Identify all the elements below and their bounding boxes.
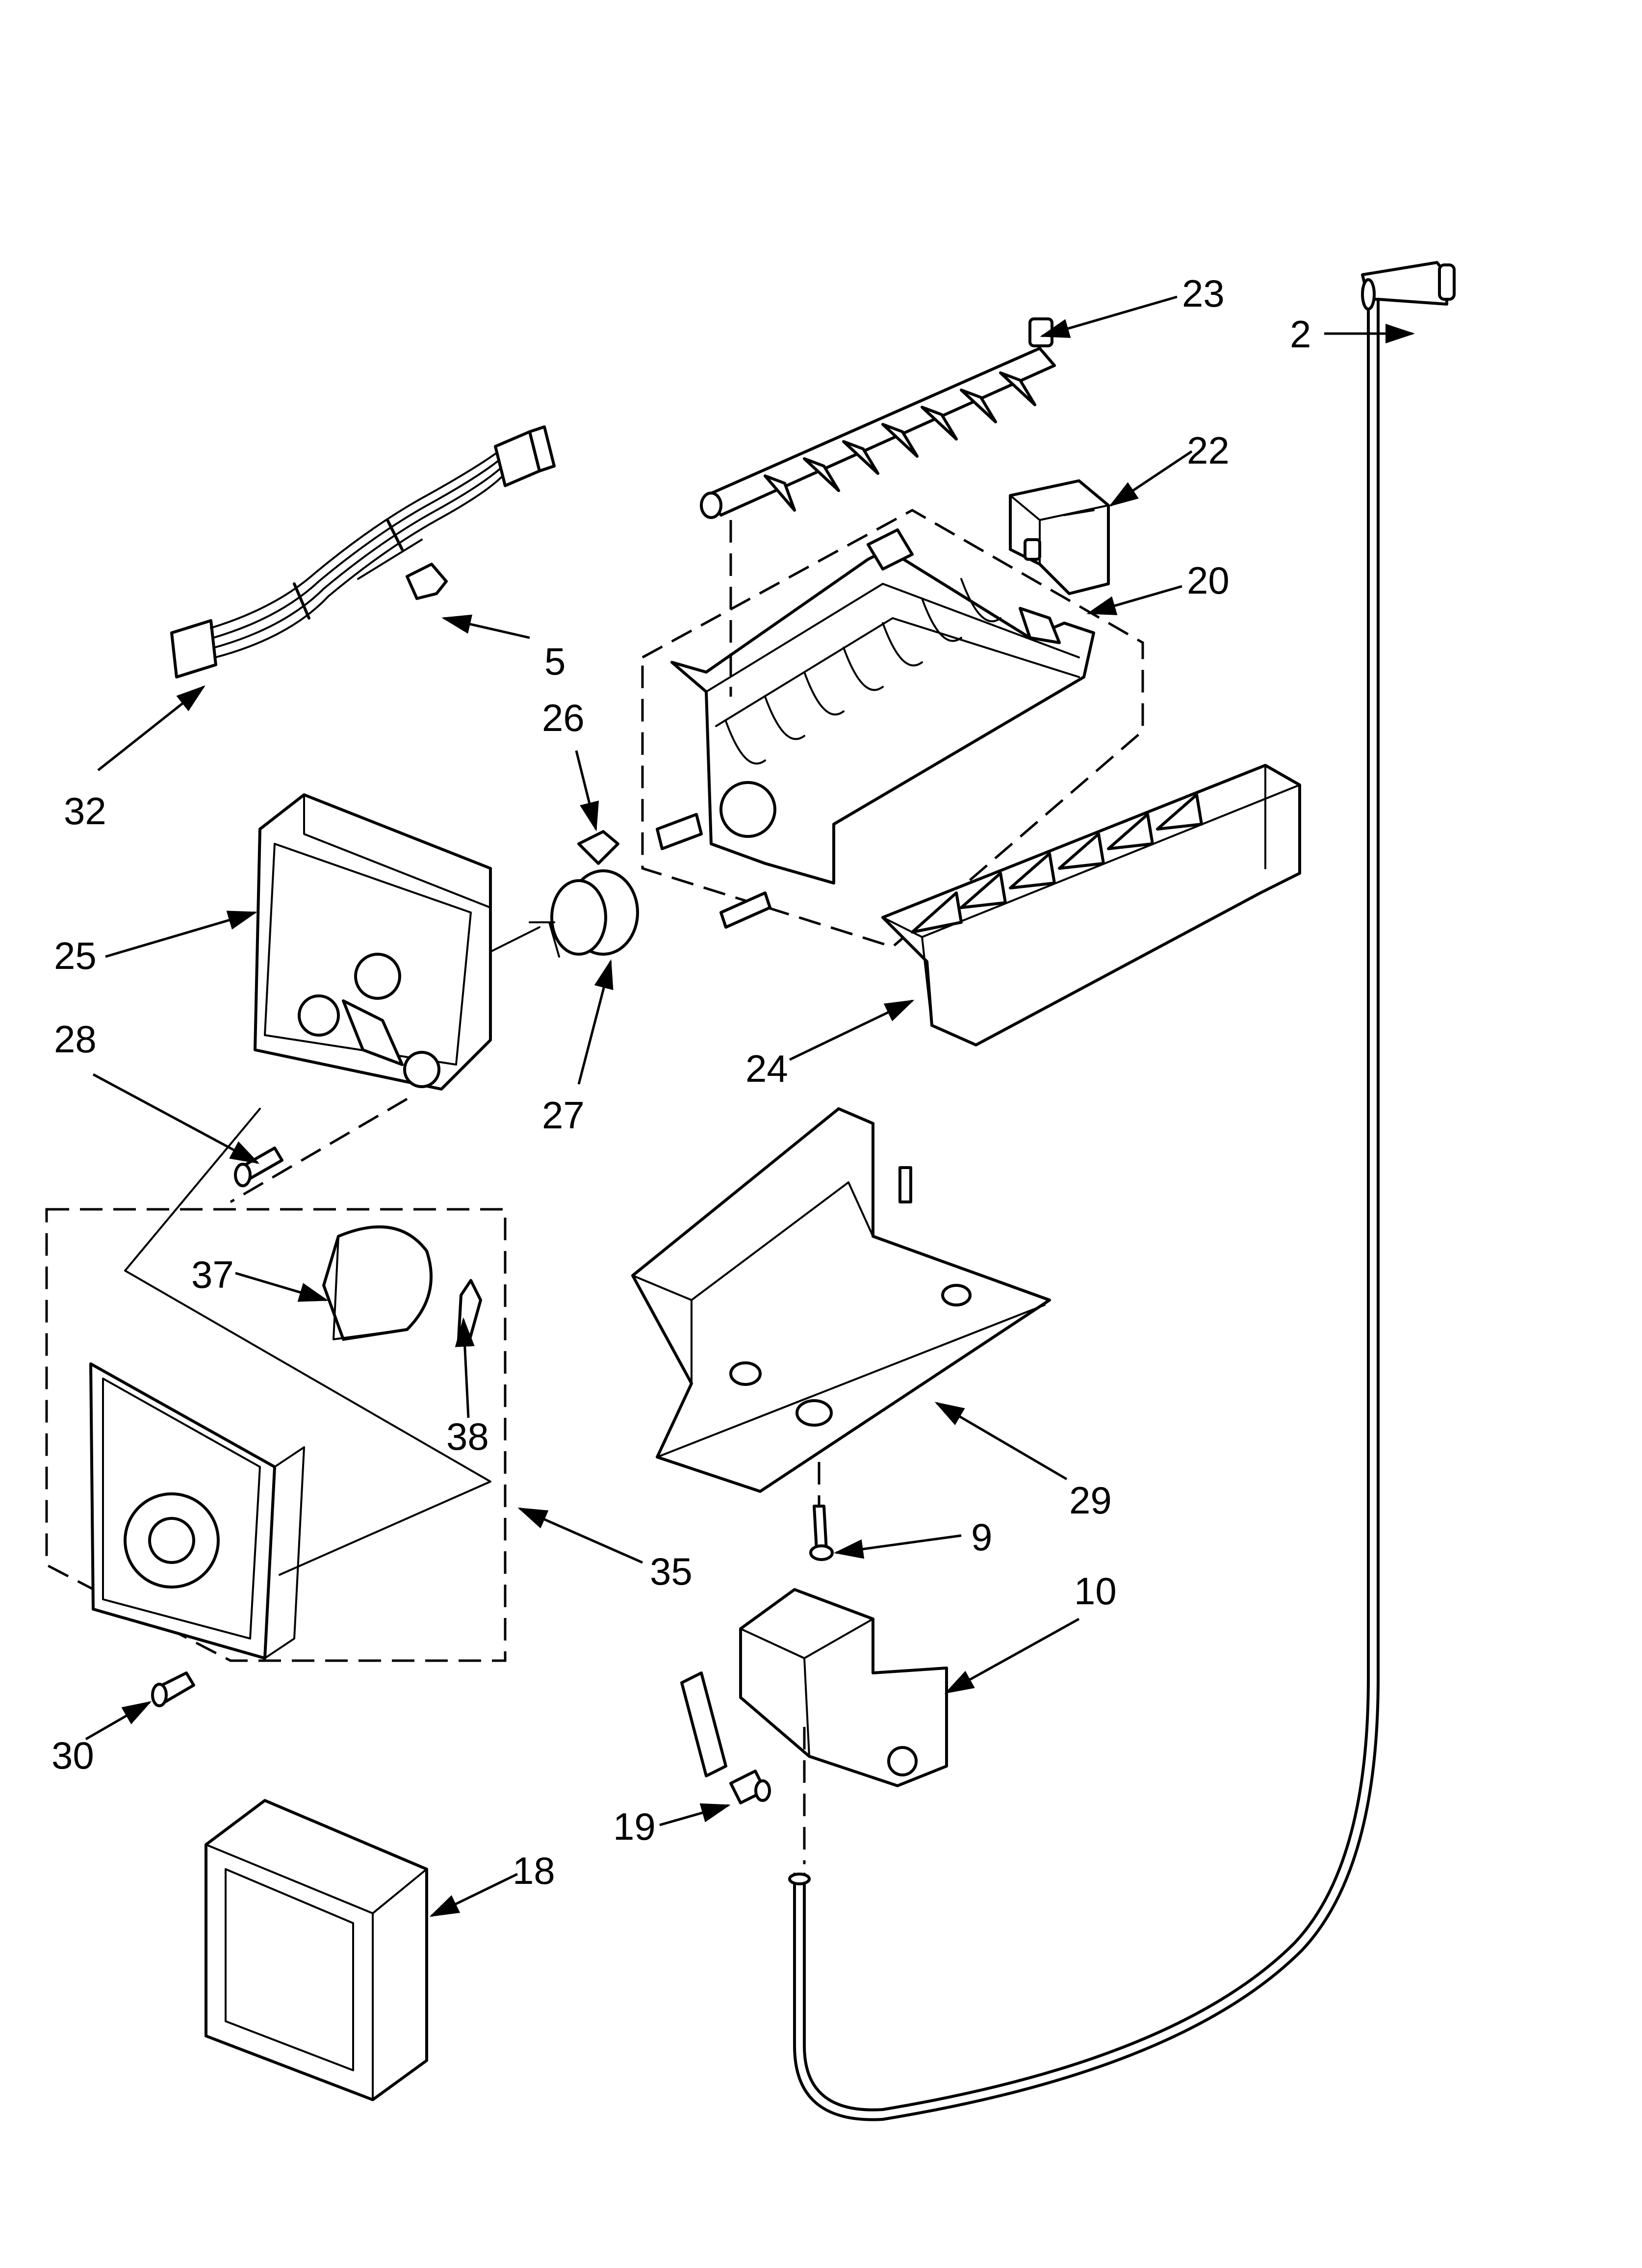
arrow-18 <box>429 1873 518 1917</box>
callout-24: 24 <box>745 1047 788 1090</box>
callout-30: 30 <box>51 1734 94 1777</box>
callout-2: 2 <box>1290 313 1311 356</box>
arrow-9 <box>834 1534 962 1559</box>
arrow-35 <box>517 1507 643 1564</box>
arrow-37 <box>235 1272 329 1302</box>
arrow-26 <box>575 750 599 832</box>
fill-cup-part <box>1009 479 1110 595</box>
arrow-30 <box>85 1701 152 1741</box>
callout-5: 5 <box>544 640 565 683</box>
callout-23: 23 <box>1182 272 1225 315</box>
callout-32: 32 <box>64 789 106 833</box>
screw-19-part <box>729 1770 771 1804</box>
arrow-10 <box>944 1617 1080 1694</box>
arrow-25 <box>105 911 257 958</box>
tray-part <box>631 1107 1051 1493</box>
callout-27: 27 <box>542 1094 585 1137</box>
callout-18: 18 <box>513 1849 555 1892</box>
arrow-38 <box>455 1317 475 1418</box>
arrow-5 <box>441 614 530 639</box>
bearing-part <box>577 830 619 865</box>
callout-9: 9 <box>971 1515 992 1559</box>
mold-part <box>641 509 1144 948</box>
callout-28: 28 <box>54 1017 97 1061</box>
arrow-22 <box>1108 450 1193 507</box>
alignment-lines <box>230 520 821 1864</box>
water-valve-part <box>680 1588 948 1787</box>
arrow-23 <box>1040 295 1178 338</box>
motor-assembly-part <box>45 1108 507 1662</box>
wire-harness-part <box>170 425 556 678</box>
callout-19: 19 <box>613 1805 656 1848</box>
screw-30-part <box>151 1671 195 1707</box>
screw-9-part <box>809 1505 834 1561</box>
callout-20: 20 <box>1187 559 1230 602</box>
callout-38: 38 <box>446 1415 489 1458</box>
cover-part <box>881 764 1301 1046</box>
screw-28-part <box>234 1147 283 1187</box>
callout-37: 37 <box>191 1253 234 1296</box>
callout-26: 26 <box>542 696 585 739</box>
callout-22: 22 <box>1187 429 1230 472</box>
arrow-32 <box>97 685 205 771</box>
arrow-28 <box>92 1073 260 1164</box>
callout-29: 29 <box>1069 1479 1112 1522</box>
housing-part <box>254 793 540 1091</box>
callout-labels: 2 5 9 10 18 19 20 22 23 24 25 26 27 28 2… <box>51 272 1311 1892</box>
arrow-24 <box>789 999 915 1061</box>
leader-arrows <box>85 295 1415 1917</box>
front-panel-part <box>205 1799 428 2101</box>
arrow-29 <box>934 1402 1068 1481</box>
arrow-20 <box>1086 585 1182 615</box>
motor-coupler-part <box>529 869 639 958</box>
callout-10: 10 <box>1074 1569 1117 1613</box>
callout-25: 25 <box>54 934 97 977</box>
fill-tube-part <box>788 261 1456 2121</box>
clip-part <box>406 563 448 600</box>
callout-35: 35 <box>650 1550 693 1593</box>
ejector-part <box>700 317 1056 519</box>
arrow-27 <box>577 959 614 1085</box>
arrow-19 <box>659 1803 731 1826</box>
